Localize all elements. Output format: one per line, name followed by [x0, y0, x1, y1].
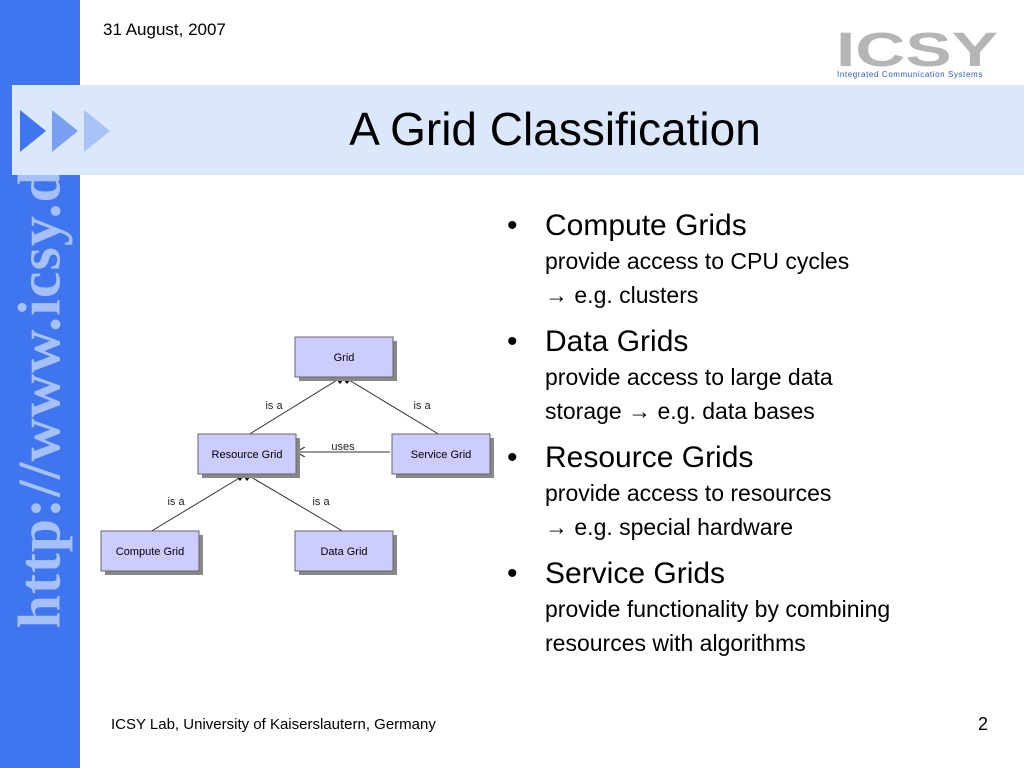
- bullet-title: Data Grids: [545, 325, 689, 358]
- bullet-line: → e.g. special hardware: [545, 514, 794, 540]
- edge-label-resource-grid: is a: [265, 400, 283, 412]
- node-compute-grid-label: Compute Grid: [116, 546, 184, 558]
- icsy-logo-letters: ICSY: [836, 24, 1000, 77]
- bullet-line: storage → e.g. data bases: [545, 398, 815, 424]
- node-service-grid-label: Service Grid: [411, 449, 472, 461]
- bullet-dot: •: [507, 209, 518, 242]
- bullet-compute-grids: • Compute Grids provide access to CPU cy…: [505, 207, 1005, 312]
- node-resource-grid-label: Resource Grid: [212, 449, 283, 461]
- node-compute-grid: Compute Grid: [100, 530, 203, 575]
- bullet-title: Compute Grids: [545, 209, 747, 242]
- bullet-dot: •: [507, 441, 518, 474]
- bullet-line: provide access to large data: [545, 364, 833, 390]
- edge-label-compute-resource: is a: [167, 496, 185, 508]
- bullet-line: provide access to CPU cycles: [545, 248, 850, 274]
- grid-classification-diagram: is a is a uses is a is a Grid Resource G…: [100, 336, 494, 575]
- edge-label-uses: uses: [331, 441, 355, 453]
- logo-tagline: Integrated Communication Systems: [837, 70, 983, 79]
- slide-date: 31 August, 2007: [103, 20, 226, 39]
- triple-arrow-icon: [20, 110, 110, 152]
- bullet-dot: •: [507, 557, 518, 590]
- bullet-line: provide functionality by combining: [545, 596, 891, 622]
- bullet-dot: •: [507, 325, 518, 358]
- bullet-line: provide access to resources: [545, 480, 832, 506]
- node-service-grid: Service Grid: [391, 433, 494, 478]
- edge-label-data-resource: is a: [312, 496, 330, 508]
- bullet-line: resources with algorithms: [545, 630, 806, 656]
- node-data-grid: Data Grid: [294, 530, 397, 575]
- bullet-list: • Compute Grids provide access to CPU cy…: [505, 207, 1005, 671]
- node-grid: Grid: [294, 336, 397, 381]
- bullet-line: → e.g. clusters: [545, 282, 699, 308]
- icsy-logo: ICSY Integrated Communication Systems: [836, 24, 1000, 82]
- slide-title: A Grid Classification: [349, 103, 761, 155]
- sidebar-url-text: http://www.icsy.de: [6, 139, 73, 629]
- page-number: 2: [977, 714, 988, 734]
- bullet-data-grids: • Data Grids provide access to large dat…: [505, 323, 1005, 428]
- node-resource-grid: Resource Grid: [197, 433, 300, 478]
- edge-label-service-grid: is a: [413, 400, 431, 412]
- logo-mark: ICSY: [836, 24, 998, 77]
- bullet-service-grids: • Service Grids provide functionality by…: [505, 555, 1005, 660]
- title-band: [12, 85, 1024, 175]
- node-data-grid-label: Data Grid: [320, 546, 367, 558]
- bullet-title: Service Grids: [545, 557, 726, 590]
- footer-text: ICSY Lab, University of Kaiserslautern, …: [111, 716, 436, 733]
- node-grid-label: Grid: [334, 352, 355, 364]
- bullet-title: Resource Grids: [545, 441, 754, 474]
- bullet-resource-grids: • Resource Grids provide access to resou…: [505, 439, 1005, 544]
- logo-text: ICSY: [836, 28, 998, 70]
